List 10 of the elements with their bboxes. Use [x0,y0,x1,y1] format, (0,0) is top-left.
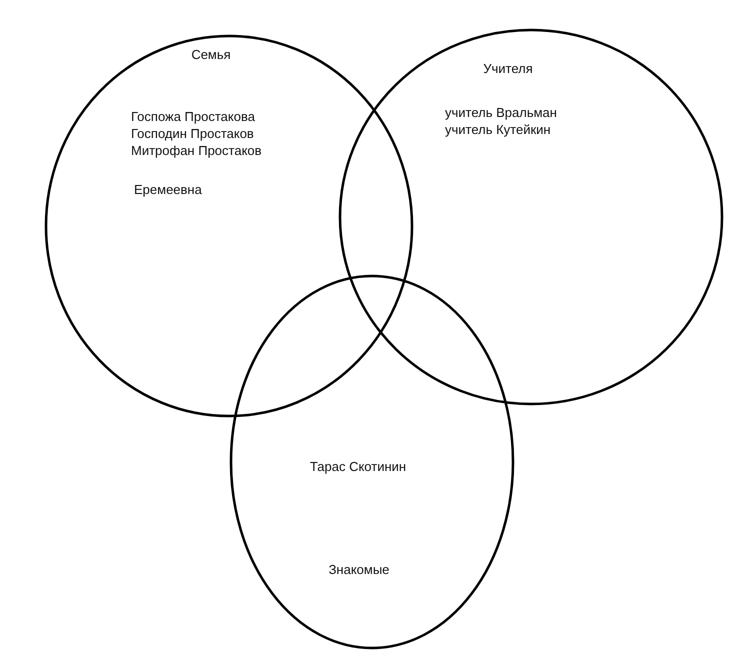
member-name: Митрофан Простаков [131,143,262,159]
member-name: Госпожа Простакова [131,109,255,125]
member-name: Тарас Скотинин [310,459,406,475]
set-label: Семья [191,47,231,63]
set-label: Знакомые [328,562,390,578]
set-label: Учителя [483,61,533,77]
member-name: Еремеевна [134,182,202,198]
member-name: Господин Простаков [131,126,254,142]
member-name: учитель Кутейкин [445,122,551,138]
member-name: учитель Вральман [445,105,557,121]
